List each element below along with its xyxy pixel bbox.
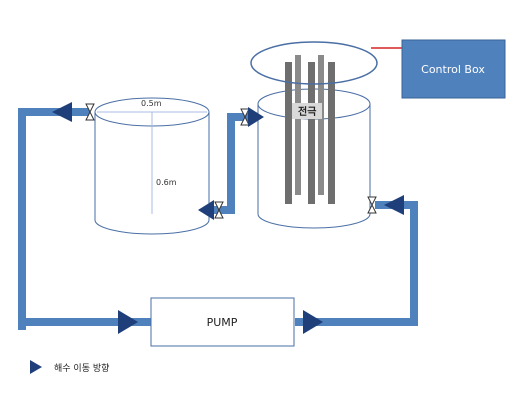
pipe-bottom-left (18, 318, 151, 326)
left-tank: 0.5m 0.6m (94, 97, 210, 235)
pipe-right-vertical (410, 201, 418, 326)
control-box: Control Box (401, 39, 506, 99)
pump: PUMP (150, 297, 295, 347)
pump-label: PUMP (207, 316, 238, 329)
pipe-mid-upper (227, 113, 257, 121)
flow-arrow-left-icon (198, 200, 214, 220)
electrode-rod (308, 62, 315, 204)
electrode-rod (285, 62, 292, 204)
pipe-bottom-right (295, 318, 418, 326)
electrode-assembly: 전극 (250, 41, 378, 204)
legend-text: 해수 이동 방향 (54, 362, 109, 374)
pipe-mid-vertical (227, 113, 235, 214)
pipe-left-vertical (18, 108, 26, 330)
flow-arrow-right-icon (303, 310, 323, 334)
valve-icon (240, 108, 250, 126)
legend-arrow-icon (30, 360, 42, 374)
electrode-rod (328, 62, 335, 204)
flow-arrow-right-icon (118, 310, 138, 334)
electrode-rod (318, 55, 324, 195)
control-box-label: Control Box (421, 63, 485, 76)
flow-arrow-left-icon (384, 195, 404, 215)
valve-icon (214, 201, 224, 219)
left-tank-diameter-label: 0.5m (141, 99, 162, 108)
valve-icon (85, 103, 95, 121)
valve-icon (367, 196, 377, 214)
control-box-rect (401, 39, 506, 99)
electrode-label-box (292, 103, 322, 119)
flow-arrows (52, 102, 404, 334)
left-tank-height-label: 0.6m (156, 178, 177, 187)
electrode-rod (295, 55, 301, 195)
valves (85, 103, 377, 219)
pump-rect (150, 297, 295, 347)
flow-arrow-left-icon (52, 102, 72, 122)
flow-arrow-right-icon (248, 107, 264, 127)
electrode-label: 전극 (298, 105, 316, 118)
electrode-lid (250, 41, 378, 85)
legend: 해수 이동 방향 (30, 360, 109, 374)
